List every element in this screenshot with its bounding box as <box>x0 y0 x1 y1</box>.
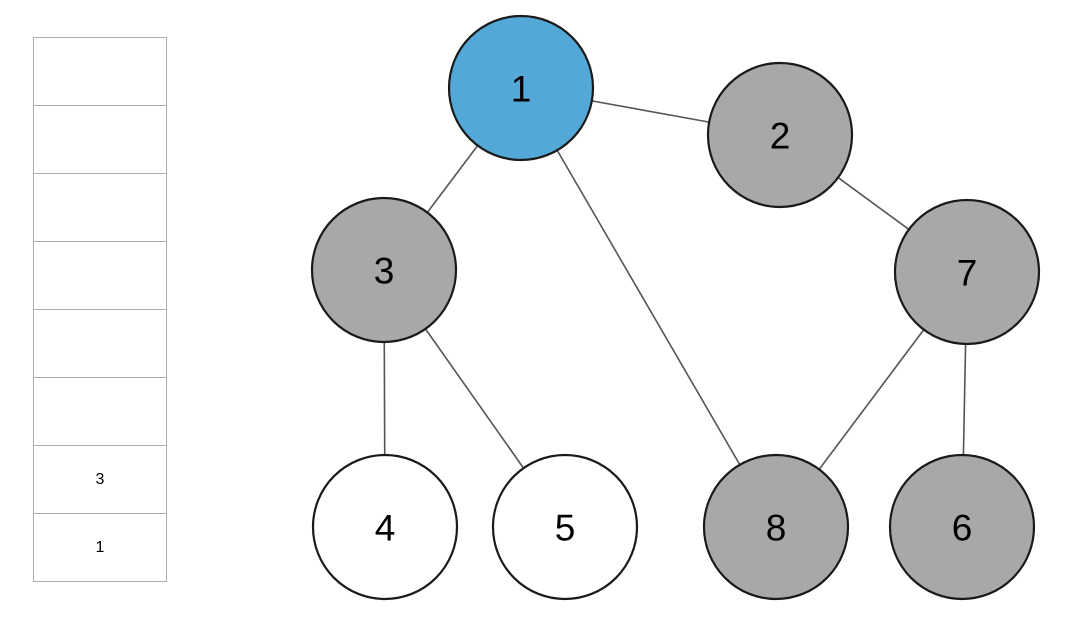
graph-node-circle-7[interactable] <box>893 198 1041 346</box>
stack-cell-filled: 1 <box>33 513 167 582</box>
stack-cell-empty <box>33 377 167 446</box>
graph-node-label-5: 5 <box>555 508 576 549</box>
graph-edge-1-3 <box>426 145 479 213</box>
graph-edge-7-6 <box>962 343 967 456</box>
graph-node-5[interactable]: 5 <box>491 453 639 601</box>
stack-cell-empty <box>33 309 167 378</box>
stack-row: 3 <box>33 445 167 514</box>
graph-node-label-1: 1 <box>511 69 532 110</box>
stack-row: 1 <box>33 513 167 582</box>
graph-node-8[interactable]: 8 <box>702 453 850 601</box>
graph-node-circle-2[interactable] <box>706 61 854 209</box>
edge-layer <box>383 100 967 470</box>
graph-node-4[interactable]: 4 <box>311 453 459 601</box>
stack-cell-empty <box>33 173 167 242</box>
stack-cell-empty <box>33 241 167 310</box>
graph-node-circle-8[interactable] <box>702 453 850 601</box>
graph-edge-1-8 <box>556 149 741 466</box>
graph-node-7[interactable]: 7 <box>893 198 1041 346</box>
node-layer: 1 2 3 7 4 5 8 6 <box>310 14 1041 601</box>
graph-node-1[interactable]: 1 <box>447 14 595 162</box>
graph-node-label-2: 2 <box>770 116 791 157</box>
stack-row <box>33 309 167 378</box>
stack-cell-filled: 3 <box>33 445 167 514</box>
graph-edge-3-5 <box>424 328 525 469</box>
stack-row <box>33 241 167 310</box>
graph-edge-7-8 <box>818 329 925 470</box>
graph-edge-2-7 <box>837 176 910 231</box>
graph-node-label-6: 6 <box>952 508 973 549</box>
graph-node-2[interactable]: 2 <box>706 61 854 209</box>
graph-node-circle-3[interactable] <box>310 196 458 344</box>
graph-node-circle-4[interactable] <box>311 453 459 601</box>
stack-row <box>33 37 167 106</box>
graph-edge-1-2 <box>591 100 710 123</box>
graph-node-label-8: 8 <box>766 508 787 549</box>
graph-node-circle-5[interactable] <box>491 453 639 601</box>
graph-node-3[interactable]: 3 <box>310 196 458 344</box>
graph-node-label-4: 4 <box>375 508 396 549</box>
stack-cell-empty <box>33 37 167 106</box>
stack-row <box>33 173 167 242</box>
graph-node-circle-6[interactable] <box>888 453 1036 601</box>
stack-row <box>33 377 167 446</box>
graph-node-label-7: 7 <box>957 253 978 294</box>
graph-node-circle-1[interactable] <box>447 14 595 162</box>
graph-node-label-3: 3 <box>374 251 395 292</box>
graph-node-6[interactable]: 6 <box>888 453 1036 601</box>
